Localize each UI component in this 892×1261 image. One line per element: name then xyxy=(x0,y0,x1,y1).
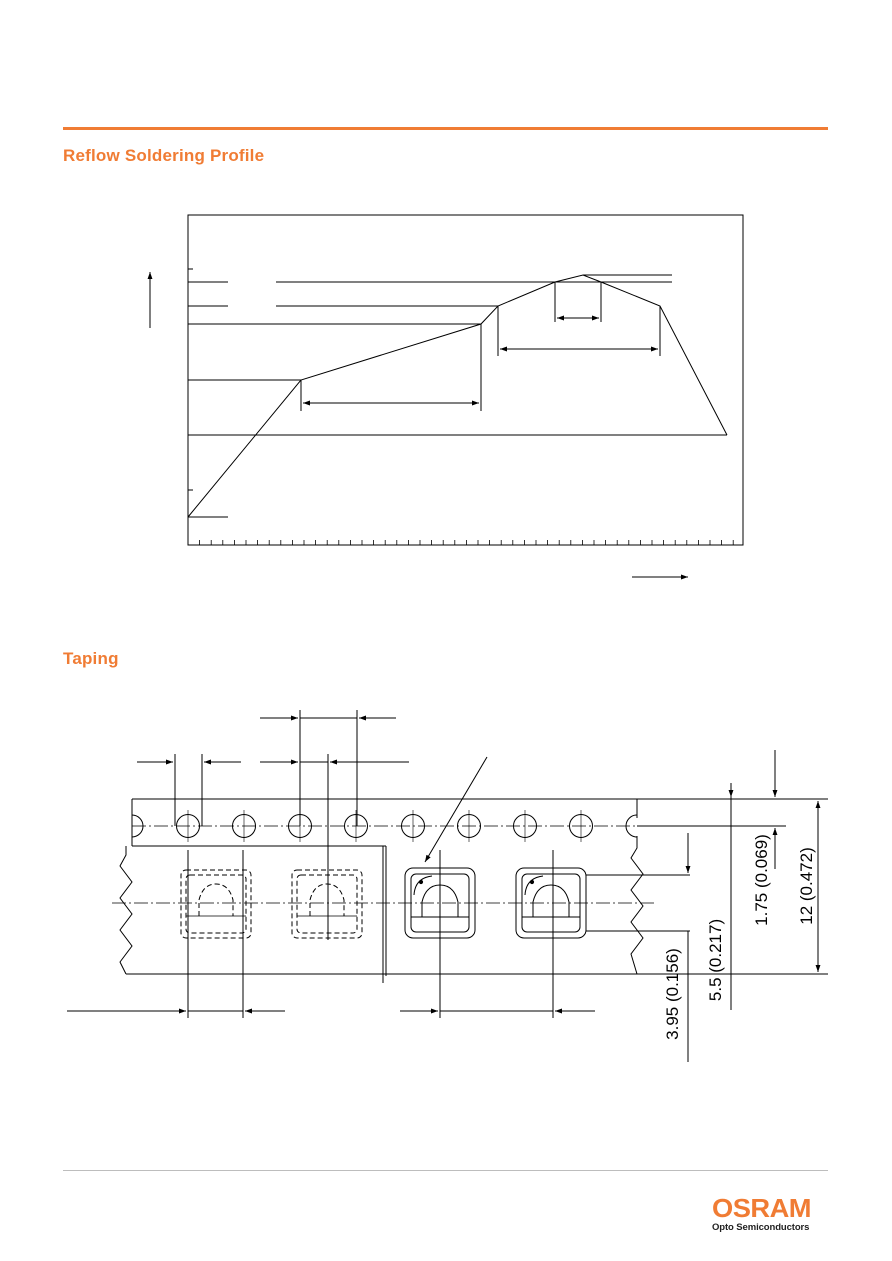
covered-pockets xyxy=(180,869,363,939)
dim-label-5-5: 5.5 (0.217) xyxy=(706,919,725,1001)
reflow-profile-diagram xyxy=(147,214,744,580)
profile-curve xyxy=(187,274,728,518)
osram-logo: OSRAM Opto Semiconductors xyxy=(712,1194,830,1234)
footer-rule xyxy=(63,1170,828,1171)
reflow-section-title: Reflow Soldering Profile xyxy=(63,146,265,165)
logo-tagline: Opto Semiconductors xyxy=(712,1222,810,1233)
dim-label-12: 12 (0.472) xyxy=(797,847,816,925)
dim-label-1-75: 1.75 (0.069) xyxy=(752,834,771,926)
logo-wordmark: OSRAM xyxy=(712,1193,812,1223)
taping-section-title: Taping xyxy=(63,649,119,668)
x-axis-ticks xyxy=(187,540,734,545)
taping-diagram xyxy=(67,710,828,1062)
header-rule xyxy=(63,127,828,130)
dim-label-3-95: 3.95 (0.156) xyxy=(663,948,682,1040)
